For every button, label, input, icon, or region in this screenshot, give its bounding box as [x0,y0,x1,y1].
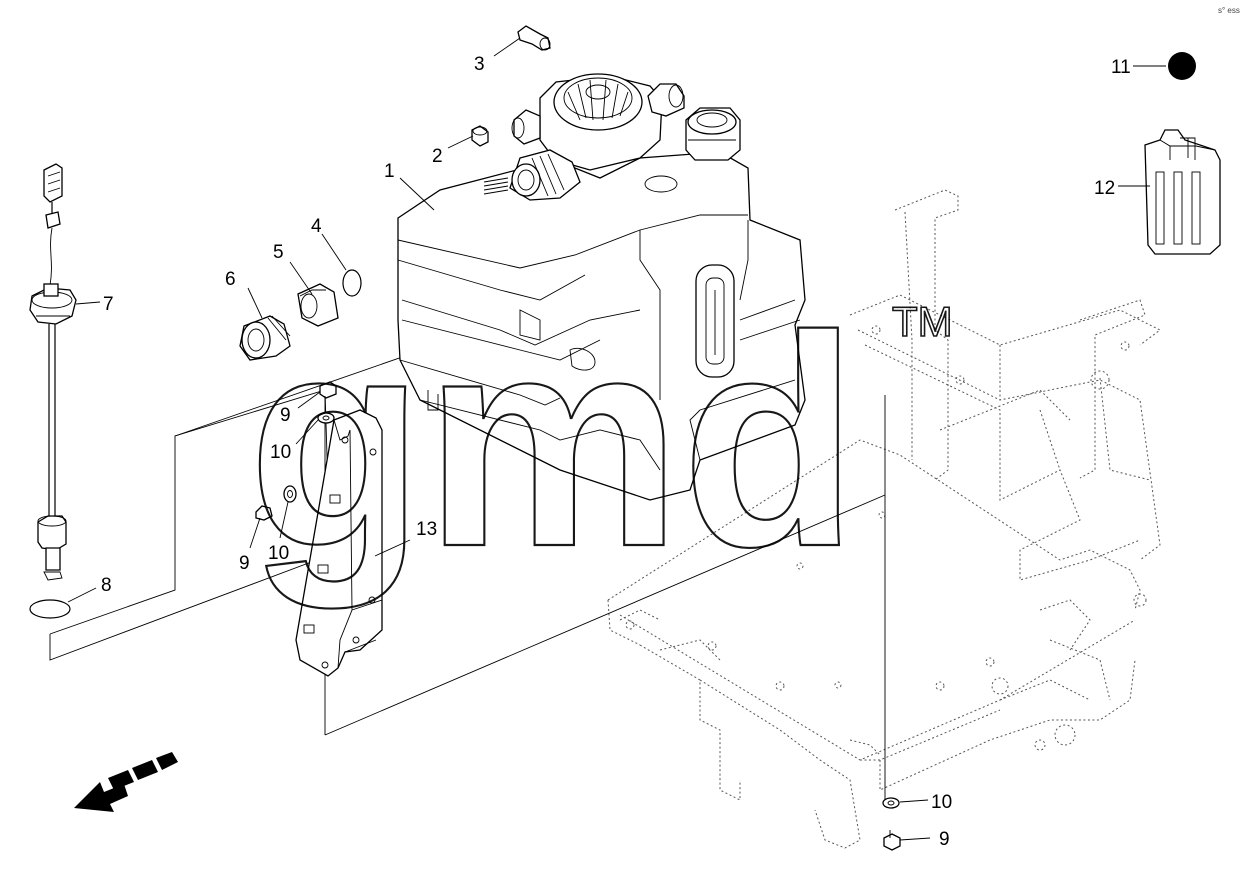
watermark: gmd TM [247,272,954,612]
corner-code: s° ess [1218,6,1240,15]
bolt-part-9-side [249,505,273,549]
washer-part-10-side [279,485,297,539]
callout-9-upper: 9 [280,405,291,426]
sensor-part-3 [493,25,551,57]
callout-13: 13 [416,519,437,540]
callout-9-lower: 9 [939,829,950,850]
bolt-part-9-upper [297,381,337,409]
tank-assembly [397,73,806,501]
watermark-text: gmd [248,273,858,611]
leader-part-1 [399,177,435,211]
watermark-tm: TM [892,298,953,345]
bracket-part-13 [295,409,411,677]
washer-part-10-lower [882,797,929,809]
callout-2: 2 [432,146,443,167]
callout-4: 4 [311,216,322,237]
adapter-part-6 [239,287,291,361]
sealant-part-11 [1133,52,1196,80]
direction-arrow-icon [74,752,178,812]
o-ring-part-4 [321,233,362,297]
callout-labels: 1 2 3 4 5 6 7 8 9 10 9 10 11 12 13 10 9 [101,54,1131,850]
washer-part-10-upper [295,412,335,445]
level-sender-part-7 [29,163,101,581]
callout-12: 12 [1094,178,1115,199]
callout-1: 1 [384,161,395,182]
chassis-frame [607,189,1161,849]
callout-10-side: 10 [268,543,289,564]
plug-part-2 [447,125,489,149]
sleeve-part-5 [289,261,339,327]
callout-7: 7 [103,294,114,315]
callout-11: 11 [1111,57,1131,78]
callout-3: 3 [474,54,485,75]
callout-9-side: 9 [239,553,250,574]
callout-10-lower: 10 [931,792,952,813]
callout-10-upper: 10 [270,442,291,463]
o-ring-part-8 [29,587,97,619]
callout-6: 6 [225,269,236,290]
callout-8: 8 [101,575,112,596]
callout-5: 5 [273,242,284,263]
canister-part-12 [1118,129,1221,255]
bolt-part-9-lower [883,830,931,851]
